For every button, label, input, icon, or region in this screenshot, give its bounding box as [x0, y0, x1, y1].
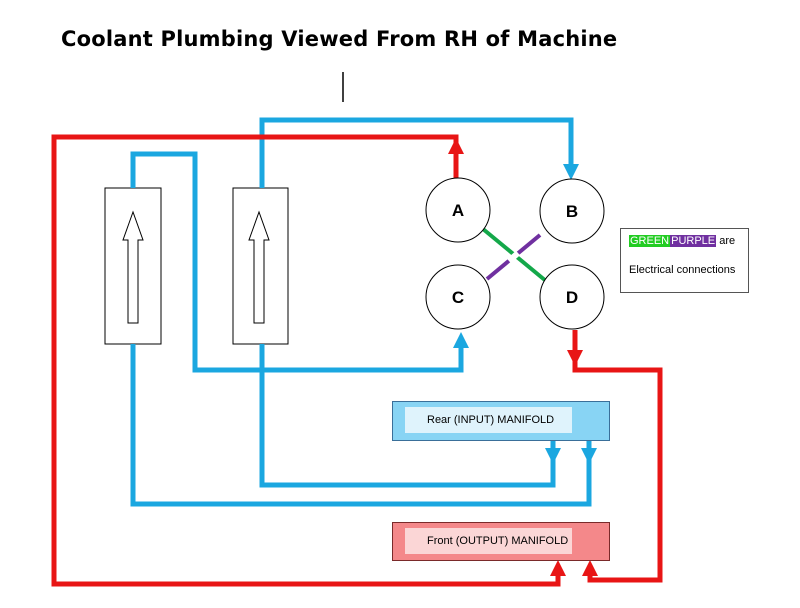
up-arrow-icon	[248, 210, 270, 324]
node-b: B	[539, 178, 605, 244]
blue-pipes	[130, 117, 592, 507]
up-arrow-icon	[122, 210, 144, 324]
legend-green-tag: GREEN	[629, 235, 671, 247]
node-a: A	[425, 177, 491, 243]
front-output-manifold: Front (OUTPUT) MANIFOLD	[392, 522, 610, 561]
arrow-out-of-d-icon	[567, 350, 583, 366]
node-c-label: C	[452, 288, 464, 307]
pipe-rear-manifold-to-right-filter	[259, 344, 556, 488]
pipe-left-filter-to-c	[130, 151, 464, 373]
arrow-into-b-icon	[563, 164, 579, 180]
diagram-title: Coolant Plumbing Viewed From RH of Machi…	[61, 27, 618, 51]
arrow-into-front-right-icon	[582, 560, 598, 576]
arrow-down-rear-left-icon	[545, 448, 561, 464]
legend-purple-tag: PURPLE	[670, 235, 717, 247]
pipe-right-filter-to-b	[259, 117, 574, 188]
pipe-rear-manifold-to-left-filter	[130, 344, 592, 507]
arrow-into-c-icon	[453, 332, 469, 348]
node-d: D	[539, 264, 605, 330]
legend-description: Electrical connections	[629, 264, 736, 276]
node-a-label: A	[452, 201, 464, 220]
rear-input-manifold: Rear (INPUT) MANIFOLD	[392, 401, 610, 441]
node-b-label: B	[566, 202, 578, 221]
node-d-label: D	[566, 288, 578, 307]
arrow-into-front-left-icon	[550, 560, 566, 576]
arrow-down-rear-right-icon	[581, 448, 597, 464]
left-filter-canister	[104, 187, 162, 345]
right-filter-canister	[232, 187, 289, 345]
arrow-out-of-a-icon	[448, 138, 464, 154]
rear-manifold-label: Rear (INPUT) MANIFOLD	[405, 407, 572, 433]
node-c: C	[425, 264, 491, 330]
front-manifold-label: Front (OUTPUT) MANIFOLD	[405, 528, 572, 554]
legend-are-text: are	[719, 235, 736, 247]
